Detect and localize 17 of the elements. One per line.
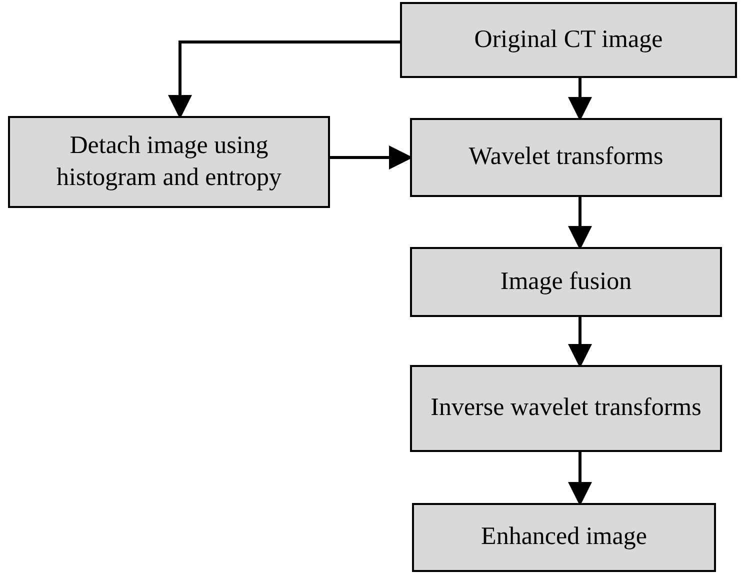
arrow: [168, 40, 400, 119]
arrow: [568, 78, 592, 121]
arrow: [568, 452, 592, 506]
process-box: [410, 118, 722, 197]
box-label: Image fusion: [500, 266, 632, 297]
box-label: Original CT image: [474, 24, 663, 55]
process-box: [8, 116, 330, 208]
arrow: [568, 317, 592, 368]
process-box: [410, 365, 722, 452]
box-label: Wavelet transforms: [468, 142, 664, 172]
process-box: [412, 503, 716, 572]
box-label: Enhanced image: [481, 522, 647, 552]
process-box: [400, 2, 737, 78]
box-label: Inverse wavelet transforms: [430, 393, 702, 424]
process-box: [410, 247, 722, 317]
arrow: [568, 197, 592, 250]
box-label: Detach image using histogram and entropy: [56, 130, 282, 193]
